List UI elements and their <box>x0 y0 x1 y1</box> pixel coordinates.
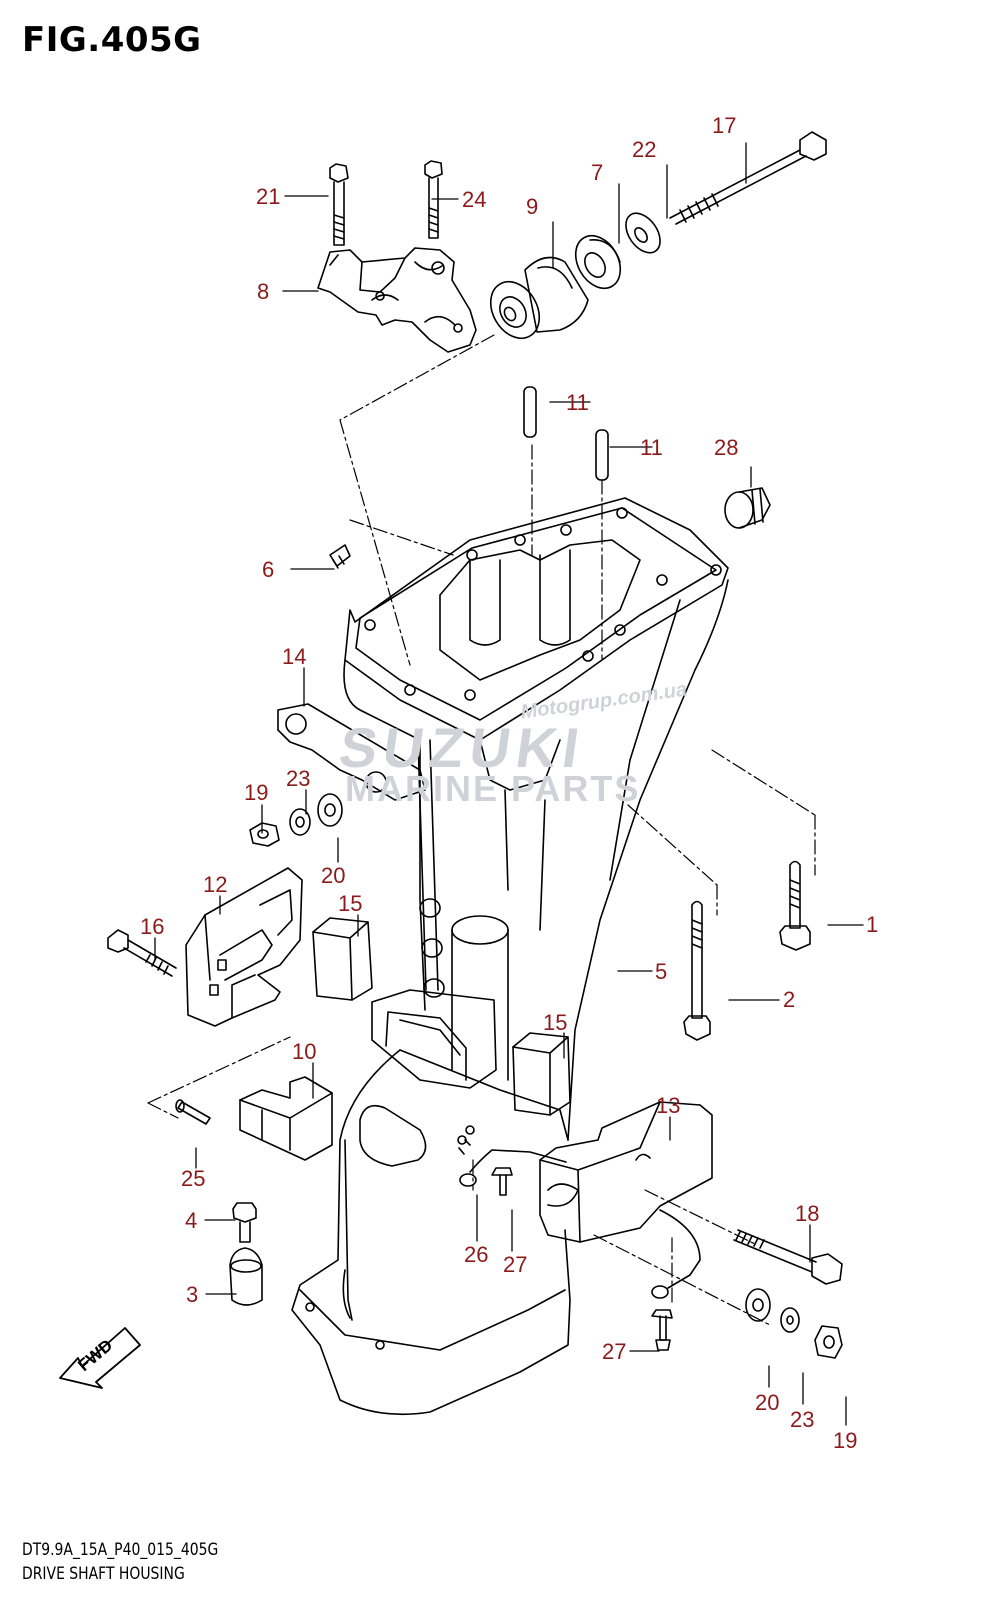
mount-holder <box>371 989 497 1089</box>
rubber-15a <box>312 917 373 1001</box>
pin-11b <box>595 429 609 481</box>
drive-shaft-housing-5 <box>291 497 729 1416</box>
fwd-arrow-icon <box>59 1327 141 1389</box>
bolt-24 <box>424 160 443 239</box>
callout-20a: 20 <box>321 863 345 888</box>
callout-17: 17 <box>712 113 736 138</box>
callout-10: 10 <box>292 1039 316 1064</box>
callout-15b: 15 <box>543 1010 567 1035</box>
pin-11a <box>523 386 537 438</box>
callout-2: 2 <box>783 987 795 1012</box>
footer-name: DRIVE SHAFT HOUSING <box>22 1564 185 1584</box>
washer-23a <box>289 808 311 836</box>
callout-23b: 23 <box>790 1407 814 1432</box>
callout-9: 9 <box>526 194 538 219</box>
nut-19b <box>814 1325 843 1359</box>
rubber-15b <box>512 1032 571 1116</box>
cap-3 <box>229 1247 263 1306</box>
callout-19a: 19 <box>244 780 268 805</box>
callout-22: 22 <box>632 137 656 162</box>
callout-8: 8 <box>257 279 269 304</box>
screw-27a <box>491 1167 513 1196</box>
callout-27b: 27 <box>602 1339 626 1364</box>
rubber-10 <box>239 1076 333 1161</box>
callout-18: 18 <box>795 1201 819 1226</box>
leader-lines <box>154 142 864 1426</box>
washer-23b <box>780 1307 800 1333</box>
alignment-lines <box>147 334 816 1326</box>
bolt-16 <box>107 929 177 977</box>
callout-19b: 19 <box>833 1428 857 1453</box>
callout-24: 24 <box>462 187 486 212</box>
bolt-21 <box>329 163 349 246</box>
figure-title: FIG.405G <box>22 20 202 60</box>
rubber-mount-9 <box>489 256 589 340</box>
callout-5: 5 <box>655 959 667 984</box>
callout-26: 26 <box>464 1242 488 1267</box>
callout-27a: 27 <box>503 1252 527 1277</box>
washer-20b <box>745 1288 771 1322</box>
callout-1: 1 <box>866 912 878 937</box>
bolt-4 <box>232 1202 257 1243</box>
fitting-6 <box>329 544 351 569</box>
callout-3: 3 <box>186 1282 198 1307</box>
ground-wire <box>459 1149 701 1299</box>
callout-23a: 23 <box>286 766 310 791</box>
screw-27b <box>651 1309 673 1351</box>
callout-4: 4 <box>185 1208 197 1233</box>
callout-12: 12 <box>203 872 227 897</box>
washer-22 <box>625 212 661 254</box>
bolt-18 <box>733 1229 843 1285</box>
callout-11b: 11 <box>640 435 663 460</box>
callout-7: 7 <box>591 160 603 185</box>
washer-7 <box>574 234 622 290</box>
bolt-1 <box>779 860 811 951</box>
callout-6: 6 <box>262 557 274 582</box>
pin-25 <box>175 1099 211 1125</box>
callout-21: 21 <box>256 184 280 209</box>
callout-16: 16 <box>140 914 164 939</box>
nut-19a <box>249 822 280 847</box>
callout-20b: 20 <box>755 1390 779 1415</box>
plug-28 <box>724 487 771 529</box>
callout-14: 14 <box>282 644 306 669</box>
callout-25: 25 <box>181 1166 205 1191</box>
clamp-12 <box>185 867 303 1027</box>
bolt-17 <box>669 131 827 225</box>
washer-20a <box>317 793 343 827</box>
clamp-13 <box>539 1101 713 1243</box>
callout-15a: 15 <box>338 891 362 916</box>
bolt-2 <box>683 900 711 1041</box>
mount-bracket-8 <box>317 247 477 353</box>
callout-labels: 21 24 8 9 7 22 17 11 11 28 6 14 19 23 20… <box>140 113 878 1453</box>
plate-14 <box>277 703 426 801</box>
callout-11a: 11 <box>566 390 589 415</box>
footer-code: DT9.9A_15A_P40_015_405G <box>22 1540 219 1560</box>
water-tube <box>417 739 445 998</box>
callout-28: 28 <box>714 435 738 460</box>
callout-13: 13 <box>656 1093 680 1118</box>
